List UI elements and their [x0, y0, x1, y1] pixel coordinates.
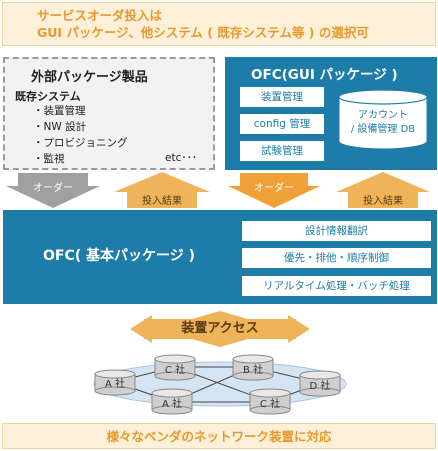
node-label-c-bottom: C 社 — [259, 399, 281, 410]
node-label-d-right: D 社 — [309, 381, 331, 392]
node-label-c-top: C 社 — [164, 365, 186, 376]
order-arrow-right-icon — [228, 173, 320, 208]
base-package-title: OFC( 基本パッケージ ) — [43, 248, 196, 264]
account-db-line2: / 設備管理 DB — [350, 124, 416, 135]
node-d-right-icon — [299, 370, 341, 397]
design-info-translation: 設計情報翻訳 — [242, 221, 431, 241]
device-mgmt-module: 装置管理 — [240, 87, 324, 107]
device-access-arrow-icon — [130, 311, 310, 347]
database-cylinder-icon — [338, 89, 428, 150]
account-db-label: アカウント / 設備管理 DB — [337, 109, 429, 137]
arrows-layer — [6, 172, 430, 208]
top-banner-line2: GUI パッケージ、他システム ( 既存システム等 ) の選択可 — [37, 25, 369, 40]
node-a-left-icon — [94, 369, 136, 396]
order-arrow-left-icon — [6, 173, 100, 208]
legacy-system-label: 既存システム — [15, 90, 81, 103]
base-package-box: OFC( 基本パッケージ ) 設計情報翻訳 優先・排他・順序制御 リアルタイム処… — [3, 210, 437, 304]
result-arrow-left-icon — [114, 172, 210, 208]
ext-item-device-mgmt: ・装置管理 — [33, 105, 86, 117]
device-access-label: 装置アクセス — [181, 321, 259, 336]
priority-exclusion-order-control: 優先・排他・順序制御 — [242, 248, 431, 268]
order-label-left: オーダー — [33, 183, 73, 194]
ext-etc-label: etc･･･ — [165, 152, 198, 164]
gui-package-title: OFC(GUI パッケージ ) — [251, 67, 398, 83]
node-c-bottom-icon — [249, 388, 291, 415]
bottom-banner: 様々なベンダのネットワーク装置に対応 — [2, 423, 436, 449]
ext-item-nw-design: ・NW 設計 — [33, 121, 87, 133]
top-banner-line1: サービスオーダ投入は — [37, 8, 163, 23]
node-label-a-left: A 社 — [104, 379, 126, 390]
node-a-bottom-icon — [151, 388, 193, 415]
ext-item-monitoring: ・監視 — [33, 153, 65, 165]
network-diagram — [93, 354, 347, 415]
node-label-b-top: B 社 — [242, 365, 264, 376]
result-label-left: 投入結果 — [142, 196, 182, 207]
account-db-line1: アカウント — [358, 110, 408, 121]
realtime-batch-processing: リアルタイム処理・バッチ処理 — [242, 276, 431, 296]
external-package-box: 外部パッケージ製品 既存システム ・装置管理 ・NW 設計 ・プロビジョニング … — [3, 57, 215, 170]
node-c-top-icon — [154, 354, 196, 381]
result-label-right: 投入結果 — [363, 196, 403, 207]
external-package-title: 外部パッケージ製品 — [31, 70, 148, 85]
order-label-right: オーダー — [254, 183, 294, 194]
config-mgmt-module: config 管理 — [240, 114, 324, 134]
ext-item-provisioning: ・プロビジョニング — [33, 137, 128, 149]
node-b-top-icon — [232, 354, 274, 381]
result-arrow-right-icon — [336, 172, 430, 208]
node-label-a-bottom: A 社 — [161, 399, 183, 410]
test-mgmt-module: 試験管理 — [240, 141, 324, 161]
gui-package-box: OFC(GUI パッケージ ) 装置管理 config 管理 試験管理 アカウン… — [225, 57, 437, 170]
top-banner: サービスオーダ投入は GUI パッケージ、他システム ( 既存システム等 ) の… — [2, 2, 436, 46]
